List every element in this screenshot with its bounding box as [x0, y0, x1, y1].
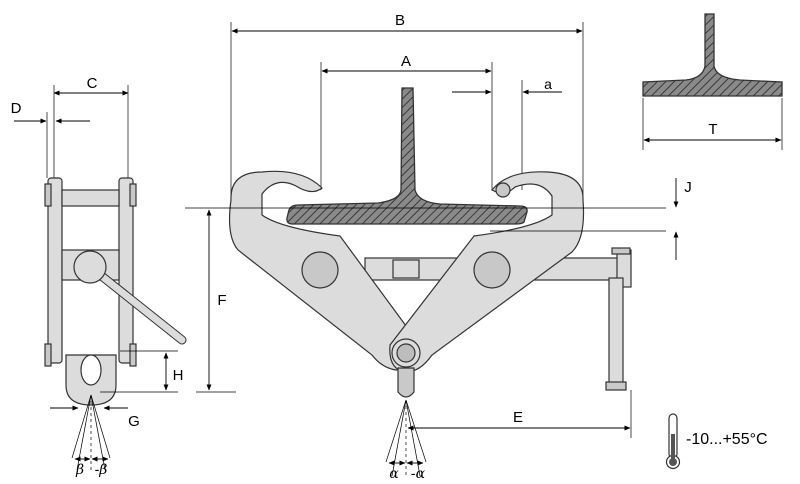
label-minus-beta: -β	[95, 462, 108, 478]
right-jaw-hole	[473, 251, 511, 289]
temperature-range: -10...+55°C	[686, 431, 768, 448]
label-c: C	[87, 75, 98, 92]
t-beam-section	[642, 13, 783, 150]
t-beam-profile	[642, 13, 783, 97]
label-d: D	[11, 100, 22, 117]
alpha-angle-lines	[385, 399, 427, 477]
screw-knob	[73, 250, 107, 284]
front-view	[185, 22, 679, 477]
pivot-bolt-left	[44, 343, 52, 367]
label-h: H	[173, 367, 184, 384]
left-jaw-hole	[301, 251, 339, 289]
side-view	[14, 85, 187, 471]
jaw-pin	[495, 182, 511, 198]
handle-cap	[605, 381, 627, 391]
bolt-head-left	[44, 183, 52, 207]
label-j: J	[684, 179, 692, 196]
label-minus-alpha: -α	[411, 466, 426, 482]
pivot-bolt	[396, 343, 416, 363]
pivot-bolt-right	[129, 343, 137, 367]
beam-cross-section	[286, 87, 528, 225]
label-t: T	[708, 121, 717, 138]
label-b: B	[395, 12, 405, 29]
shackle-eye	[80, 354, 102, 386]
label-alpha: α	[389, 466, 399, 482]
screw-handle-bar	[608, 277, 624, 387]
label-e: E	[513, 409, 523, 426]
label-a-small: a	[544, 76, 552, 92]
bolt-head-right	[129, 183, 137, 207]
lifting-eye	[397, 367, 415, 398]
label-f: F	[217, 292, 226, 309]
thermometer-icon	[665, 413, 681, 470]
label-beta: β	[75, 462, 84, 478]
center-nut	[392, 259, 420, 279]
label-a: A	[401, 53, 411, 70]
label-g: G	[128, 413, 140, 430]
top-spacer	[61, 189, 120, 207]
screw-handle	[90, 266, 186, 344]
rod-cap	[611, 247, 631, 255]
